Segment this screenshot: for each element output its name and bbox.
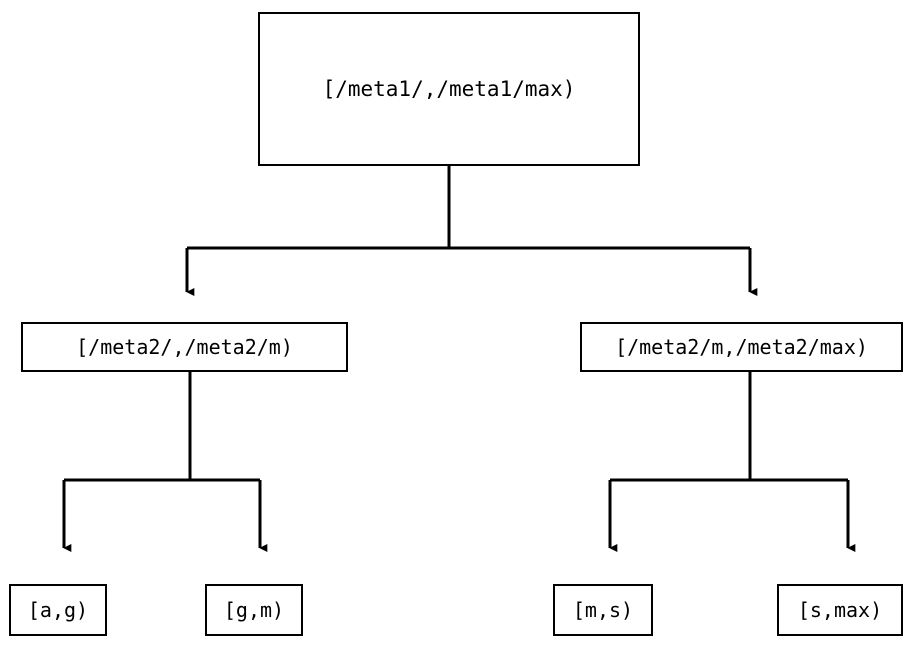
- tree-node-leaf[interactable]: [g,m): [205, 584, 303, 636]
- tree-node-leaf-label: [g,m): [223, 598, 285, 622]
- tree-node-leaf-label: [m,s): [572, 598, 634, 622]
- tree-node-root[interactable]: [/meta1/,/meta1/max): [258, 12, 640, 166]
- tree-node-leaf[interactable]: [a,g): [9, 584, 107, 636]
- tree-node-mid-left-label: [/meta2/,/meta2/m): [76, 335, 293, 359]
- tree-node-mid-right-label: [/meta2/m,/meta2/max): [615, 335, 868, 359]
- tree-node-leaf[interactable]: [s,max): [777, 584, 903, 636]
- tree-node-leaf[interactable]: [m,s): [553, 584, 653, 636]
- tree-node-mid-right[interactable]: [/meta2/m,/meta2/max): [580, 322, 903, 372]
- tree-node-leaf-label: [s,max): [797, 598, 883, 622]
- tree-node-mid-left[interactable]: [/meta2/,/meta2/m): [21, 322, 348, 372]
- tree-node-leaf-label: [a,g): [27, 598, 89, 622]
- tree-node-root-label: [/meta1/,/meta1/max): [322, 76, 576, 101]
